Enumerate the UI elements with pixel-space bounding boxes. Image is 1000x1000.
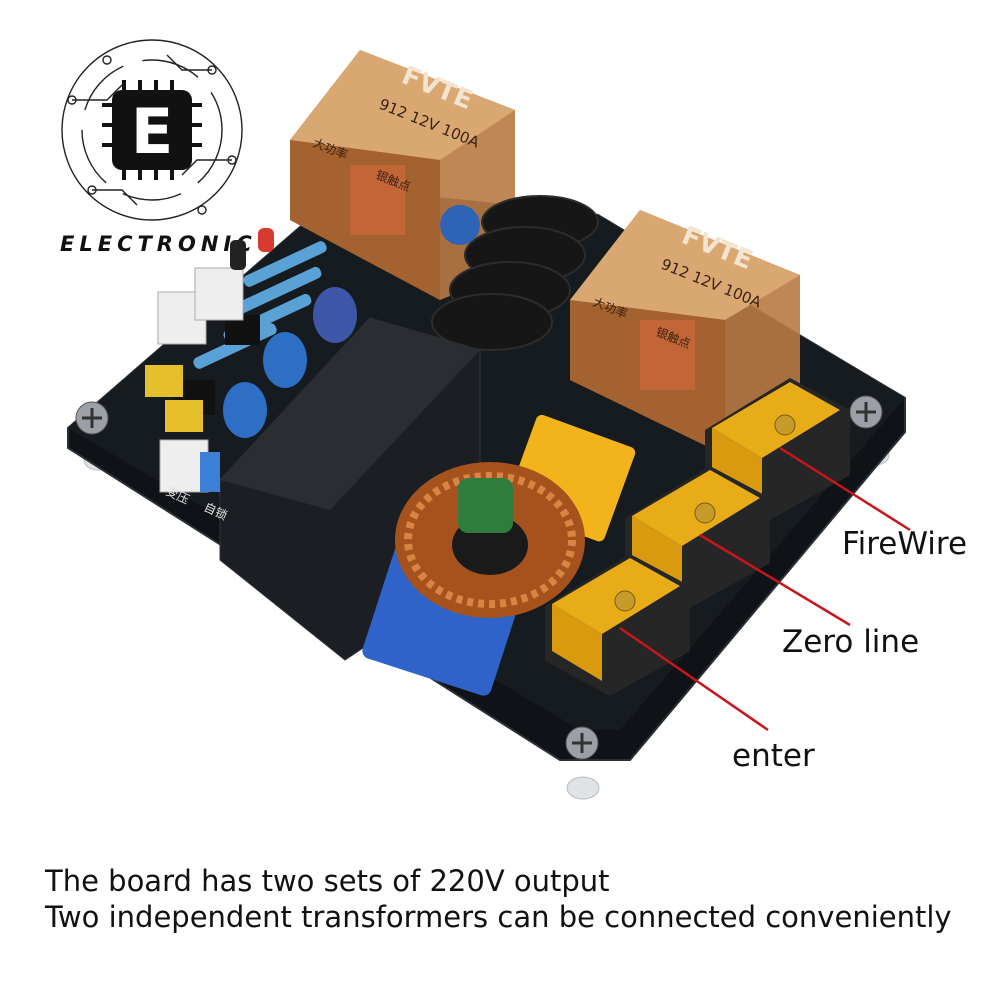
- chip-icon: E: [102, 80, 202, 180]
- logo-text: ELECTRONIC: [60, 232, 257, 256]
- enter-label: enter: [732, 738, 815, 774]
- mounting-screws: [75, 395, 883, 760]
- blue-capacitor-small: [440, 205, 480, 245]
- ferrite-choke: [431, 195, 599, 351]
- terminal-block-enter: [545, 554, 690, 696]
- brand-logo: E: [61, 39, 243, 221]
- pcb-board: FVTE 912 12V 100A 大功率 银触点 FVTE 912 12V 1…: [67, 50, 911, 800]
- logo-letter: E: [131, 95, 173, 168]
- caption-line-1: The board has two sets of 220V output: [45, 864, 610, 898]
- toroid-inductor: [395, 462, 585, 618]
- firewire-label: FireWire: [842, 526, 968, 562]
- zero-line-label: Zero line: [782, 624, 920, 660]
- circuit-rings-icon: [61, 39, 243, 221]
- relay-2: FVTE 912 12V 100A 大功率 银触点: [570, 210, 800, 455]
- caption-line-2: Two independent transformers can be conn…: [45, 900, 952, 934]
- signal-components: [145, 228, 357, 493]
- callout-lines: [619, 446, 911, 732]
